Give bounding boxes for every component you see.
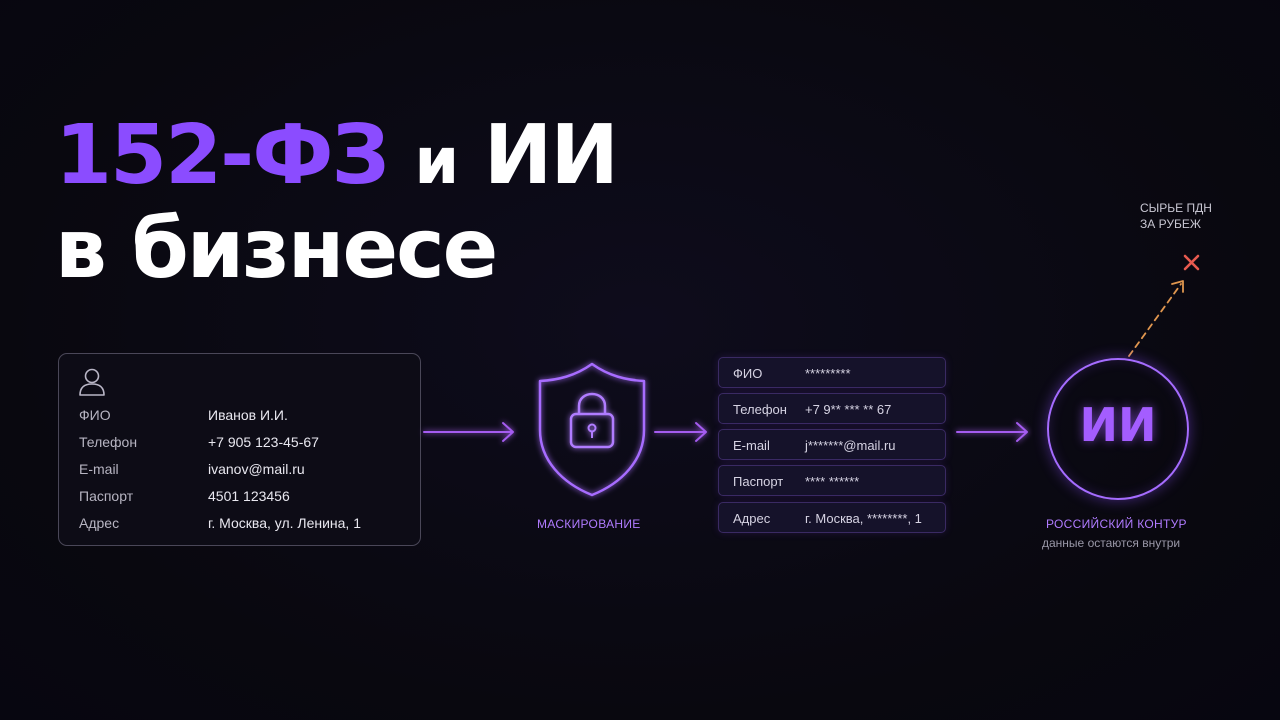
masked-field-passport: Паспорт **** ****** (718, 465, 946, 496)
title-conjunction: и (414, 125, 459, 199)
arrow-shield-to-masked (654, 422, 707, 442)
ai-node-subcaption: данные остаются внутри (1042, 536, 1181, 550)
ai-node (1047, 358, 1189, 500)
source-value-email: ivanov@mail.ru (208, 461, 305, 477)
blocked-transfer-label: СЫРЬЕ ПДН ЗА РУБЕЖ (1140, 200, 1212, 232)
blocked-line1: СЫРЬЕ ПДН (1140, 201, 1212, 215)
masked-label: Адрес (733, 511, 771, 526)
source-value-passport: 4501 123456 (208, 488, 290, 504)
title-line2: в бизнесе (55, 202, 498, 297)
masked-label: E-mail (733, 438, 770, 453)
masked-field-phone: Телефон +7 9** *** ** 67 (718, 393, 946, 424)
source-value-address: г. Москва, ул. Ленина, 1 (208, 515, 362, 531)
masked-field-address: Адрес г. Москва, ********, 1 (718, 502, 946, 533)
masked-value: ********* (805, 366, 851, 381)
ai-node-caption: РОССИЙСКИЙ КОНТУР (1046, 517, 1187, 531)
page-title: 152-ФЗ и ИИ в бизнесе (55, 112, 619, 297)
source-data-card (58, 353, 421, 546)
masked-value: +7 9** *** ** 67 (805, 402, 892, 417)
source-label-email: E-mail (79, 461, 119, 477)
arrow-masked-to-ai (956, 422, 1028, 442)
masked-value: г. Москва, ********, 1 (805, 511, 922, 526)
masking-caption: МАСКИРОВАНИЕ (537, 517, 641, 531)
masked-field-email: E-mail j*******@mail.ru (718, 429, 946, 460)
masked-value: j*******@mail.ru (805, 438, 896, 453)
masked-value: **** ****** (805, 474, 860, 489)
shield-lock-icon (538, 362, 646, 497)
source-label-phone: Телефон (79, 434, 138, 450)
cross-icon (1183, 254, 1200, 271)
blocked-transfer-arrow (1128, 280, 1184, 357)
source-label-passport: Паспорт (79, 488, 134, 504)
blocked-line2: ЗА РУБЕЖ (1140, 217, 1201, 231)
ai-node-label: ИИ (1079, 398, 1157, 452)
masked-field-fio: ФИО ********* (718, 357, 946, 388)
source-value-phone: +7 905 123-45-67 (208, 434, 319, 450)
masked-label: Паспорт (733, 474, 784, 489)
arrow-card-to-shield (423, 422, 514, 442)
masked-label: Телефон (733, 402, 787, 417)
source-label-address: Адрес (79, 515, 120, 531)
title-law: 152-ФЗ (55, 108, 390, 203)
source-value-fio: Иванов И.И. (208, 407, 288, 423)
source-label-fio: ФИО (79, 407, 111, 423)
title-ai: ИИ (483, 108, 619, 203)
masked-label: ФИО (733, 366, 763, 381)
user-icon (79, 368, 105, 396)
